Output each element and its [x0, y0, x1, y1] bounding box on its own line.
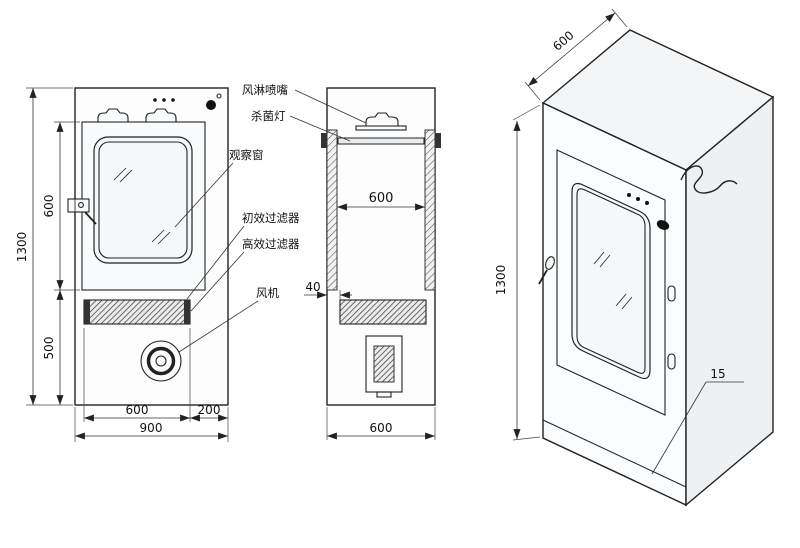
- label-air-nozzle: 风淋喷嘴: [242, 83, 288, 97]
- label-primary-filter: 初效过滤器: [242, 211, 300, 225]
- air-nozzle: [365, 112, 399, 127]
- front-indicator-lights: [153, 93, 222, 110]
- indicator-dot: [162, 98, 166, 102]
- indicator-dot: [171, 98, 175, 102]
- indicator-dot: [153, 98, 157, 102]
- side-filter-grille: [339, 299, 427, 325]
- extension-line: [611, 8, 628, 28]
- small-fitting: [216, 93, 222, 99]
- extension-line: [512, 436, 541, 441]
- iso-bottom-panel-seam: [542, 419, 687, 488]
- leader-hepa-filter: [190, 251, 245, 312]
- side-view: 600 40 600: [304, 87, 441, 440]
- dim-line-iso-depth: [527, 12, 616, 87]
- iso-hinge-top: [667, 285, 676, 302]
- iso-right-face: [685, 95, 774, 507]
- iso-door-handle: [538, 256, 555, 285]
- leader-primary-filter: [186, 225, 245, 300]
- dim-front-door-height: 600: [42, 195, 56, 218]
- iso-hinge-bottom: [667, 353, 676, 370]
- front-door-latch: [67, 198, 97, 225]
- grille-end-cap-left: [84, 300, 90, 324]
- side-wall-section-left: [326, 129, 338, 291]
- dim-side-filter-offset: 40: [305, 280, 320, 294]
- glass-reflection-marks: [113, 167, 171, 245]
- side-fan-motor: [365, 335, 403, 398]
- front-control-knob: [206, 100, 216, 110]
- latch-pin: [78, 202, 84, 208]
- nozzle-base-plate: [355, 125, 407, 131]
- motor-foot: [376, 391, 392, 398]
- handle-lever: [538, 269, 548, 285]
- front-observation-window: [93, 136, 193, 264]
- indicator-dot: [636, 197, 640, 201]
- iso-observation-window: [571, 182, 651, 380]
- dim-iso-height: 1300: [494, 265, 508, 296]
- label-observation-window: 观察窗: [229, 148, 264, 162]
- iso-glass-reflection-marks: [593, 251, 633, 310]
- iso-indicator-lights: [627, 193, 670, 230]
- callout-labels: 风淋喷嘴 杀菌灯 观察窗 初效过滤器 高效过滤器 风机: [174, 83, 367, 353]
- front-dimensions: 1300 600 500 600 200 900: [15, 87, 229, 442]
- fan-outer-ring: [140, 340, 182, 382]
- dim-front-total-width: 900: [140, 421, 163, 435]
- uv-lamp: [337, 137, 425, 145]
- side-wall-section-right: [424, 129, 436, 291]
- dim-front-lower-height: 500: [42, 337, 56, 360]
- side-tab-left: [321, 133, 327, 148]
- leader-air-nozzle: [294, 89, 367, 124]
- dim-front-bottom-right: 200: [198, 403, 221, 417]
- door-clamp-left: [97, 108, 129, 123]
- label-uv-lamp: 杀菌灯: [251, 109, 286, 123]
- motor-core: [373, 345, 395, 383]
- dim-front-total-height: 1300: [15, 232, 29, 263]
- side-tab-right: [435, 133, 441, 148]
- dim-front-bottom-left: 600: [126, 403, 149, 417]
- front-fan: [140, 340, 182, 382]
- iso-window-inner-frame: [576, 188, 646, 374]
- leader-panel-15: [651, 381, 744, 475]
- indicator-dot: [627, 193, 631, 197]
- label-fan: 风机: [256, 286, 279, 300]
- door-clamp-right: [145, 108, 177, 123]
- extension-line: [512, 104, 541, 121]
- grille-end-cap-right: [184, 300, 190, 324]
- iso-door: [556, 149, 666, 416]
- fan-middle-ring: [146, 346, 176, 376]
- leader-fan: [178, 300, 259, 353]
- leader-observation-window: [174, 162, 234, 228]
- dim-side-bottom-width: 600: [370, 421, 393, 435]
- power-cable: [680, 165, 738, 194]
- indicator-dot: [645, 201, 649, 205]
- fan-hub: [155, 355, 167, 367]
- front-view: 1300 600 500 600 200 900: [15, 87, 229, 442]
- front-filter-grille: [83, 299, 191, 325]
- iso-view: 15 600 1300: [494, 8, 775, 507]
- dim-iso-panel: 15: [710, 367, 725, 381]
- front-window-inner-frame: [98, 141, 188, 259]
- leader-uv-lamp: [289, 115, 351, 142]
- dim-side-inner-width: 600: [369, 191, 394, 206]
- latch-handle: [84, 211, 97, 225]
- dim-iso-depth: 600: [550, 28, 577, 53]
- iso-control-knob: [656, 220, 670, 230]
- label-hepa-filter: 高效过滤器: [242, 237, 300, 251]
- extension-line: [524, 81, 541, 101]
- handle-knob: [545, 256, 555, 270]
